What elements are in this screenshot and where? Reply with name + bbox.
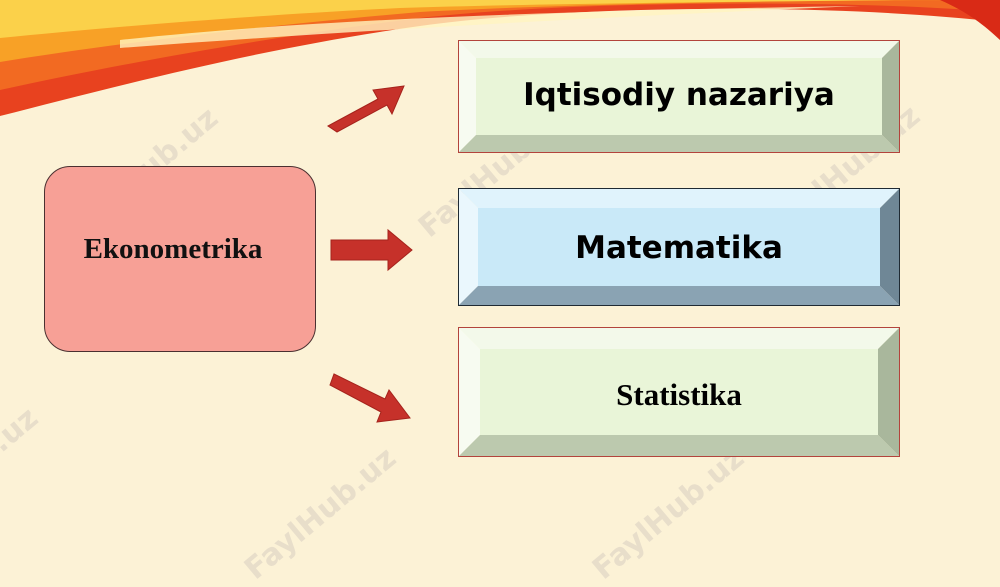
arrow-right-down-icon	[329, 373, 411, 423]
watermark: FaylHub.uz	[0, 400, 46, 547]
watermark: FaylHub.uz	[586, 440, 752, 587]
arrow-right-up-icon	[327, 85, 405, 133]
target-label: Iqtisodiy nazariya	[523, 76, 835, 113]
source-node: Ekonometrika	[44, 166, 316, 352]
target-node-iqtisodiy-nazariya: Iqtisodiy nazariya	[458, 40, 900, 153]
decorative-swoosh	[0, 0, 1000, 116]
target-label: Matematika	[575, 230, 783, 266]
target-node-matematika: Matematika	[458, 188, 900, 306]
source-node-label: Ekonometrika	[83, 232, 263, 265]
watermark: FaylHub.uz	[238, 440, 404, 587]
target-node-statistika: Statistika	[458, 327, 900, 457]
target-label: Statistika	[616, 377, 742, 412]
arrow-right-icon	[330, 228, 413, 272]
